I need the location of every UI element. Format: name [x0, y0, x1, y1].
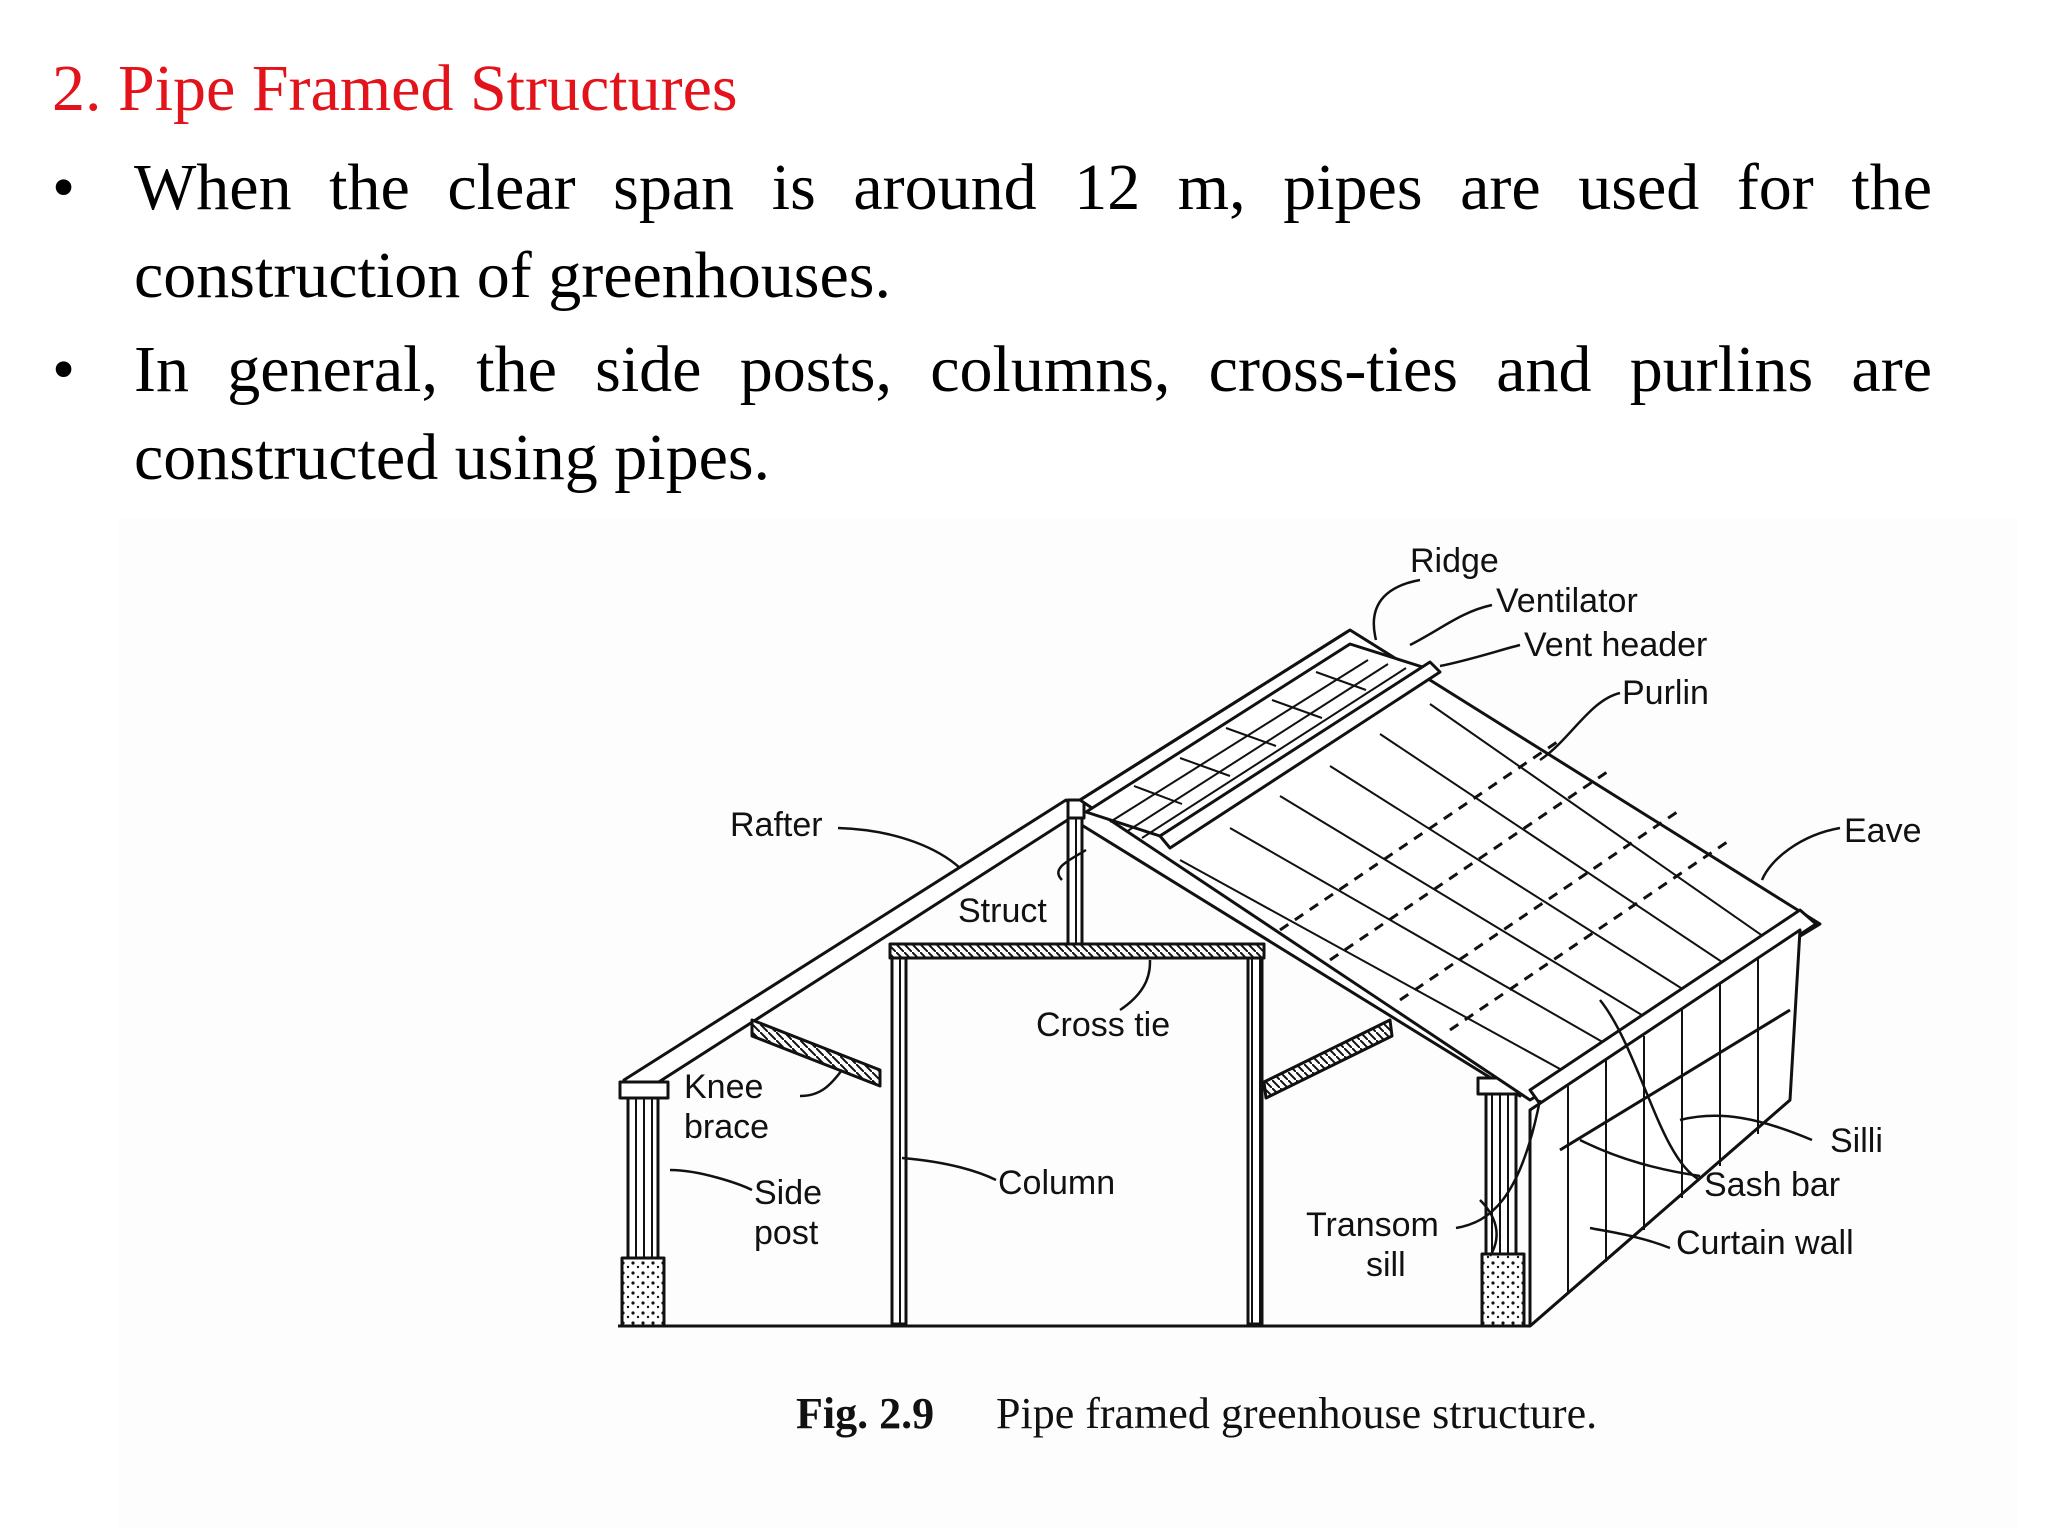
label-side-post-line2: post [754, 1214, 819, 1252]
vent-header-bar [1158, 660, 1442, 850]
label-knee-brace-line1: Knee [684, 1068, 763, 1106]
label-transom-sill-line2: sill [1366, 1246, 1406, 1284]
cross-tie-beam [888, 942, 1266, 960]
bullet-item: • When the clear span is around 12 m, pi… [52, 144, 1932, 320]
label-column: Column [998, 1164, 1115, 1202]
right-column [1246, 956, 1264, 1326]
bullet-marker: • [52, 151, 76, 224]
label-strut: Struct [958, 892, 1047, 930]
figure-caption-text: Pipe framed greenhouse structure. [996, 1389, 1597, 1438]
label-eave: Eave [1844, 812, 1922, 850]
label-ridge: Ridge [1410, 542, 1499, 580]
label-sash-bar: Sash bar [1704, 1166, 1840, 1204]
slide-title: 2. Pipe Framed Structures [52, 52, 738, 125]
label-knee-brace-line2: brace [684, 1108, 769, 1146]
bullet-text: When the clear span is around 12 m, pipe… [134, 151, 1932, 312]
label-side-post-line1: Side [754, 1174, 822, 1212]
label-curtain-wall: Curtain wall [1676, 1224, 1854, 1262]
label-rafter: Rafter [730, 806, 823, 844]
label-cross-tie: Cross tie [1036, 1006, 1170, 1044]
left-column [890, 956, 908, 1326]
right-knee-brace [1262, 1018, 1394, 1100]
label-purlin: Purlin [1622, 674, 1709, 712]
left-footing [620, 1256, 666, 1328]
left-side-post [626, 1096, 660, 1260]
eave-bar [1528, 908, 1818, 1106]
bullet-marker: • [52, 333, 76, 406]
label-sill: Silli [1830, 1122, 1883, 1160]
bullet-list: • When the clear span is around 12 m, pi… [52, 144, 1932, 508]
right-side-post [1484, 1092, 1518, 1256]
figure-caption-number: Fig. 2.9 [796, 1389, 934, 1438]
label-ventilator: Ventilator [1496, 582, 1638, 620]
label-vent-header: Vent header [1524, 626, 1707, 664]
bullet-item: • In general, the side posts, columns, c… [52, 326, 1932, 502]
bullet-text: In general, the side posts, columns, cro… [134, 333, 1932, 494]
right-footing [1480, 1252, 1526, 1328]
curtain-wall [1528, 928, 1802, 1328]
center-strut [1066, 816, 1084, 952]
label-transom-sill-line1: Transom [1306, 1206, 1439, 1244]
left-knee-brace [750, 1018, 882, 1088]
